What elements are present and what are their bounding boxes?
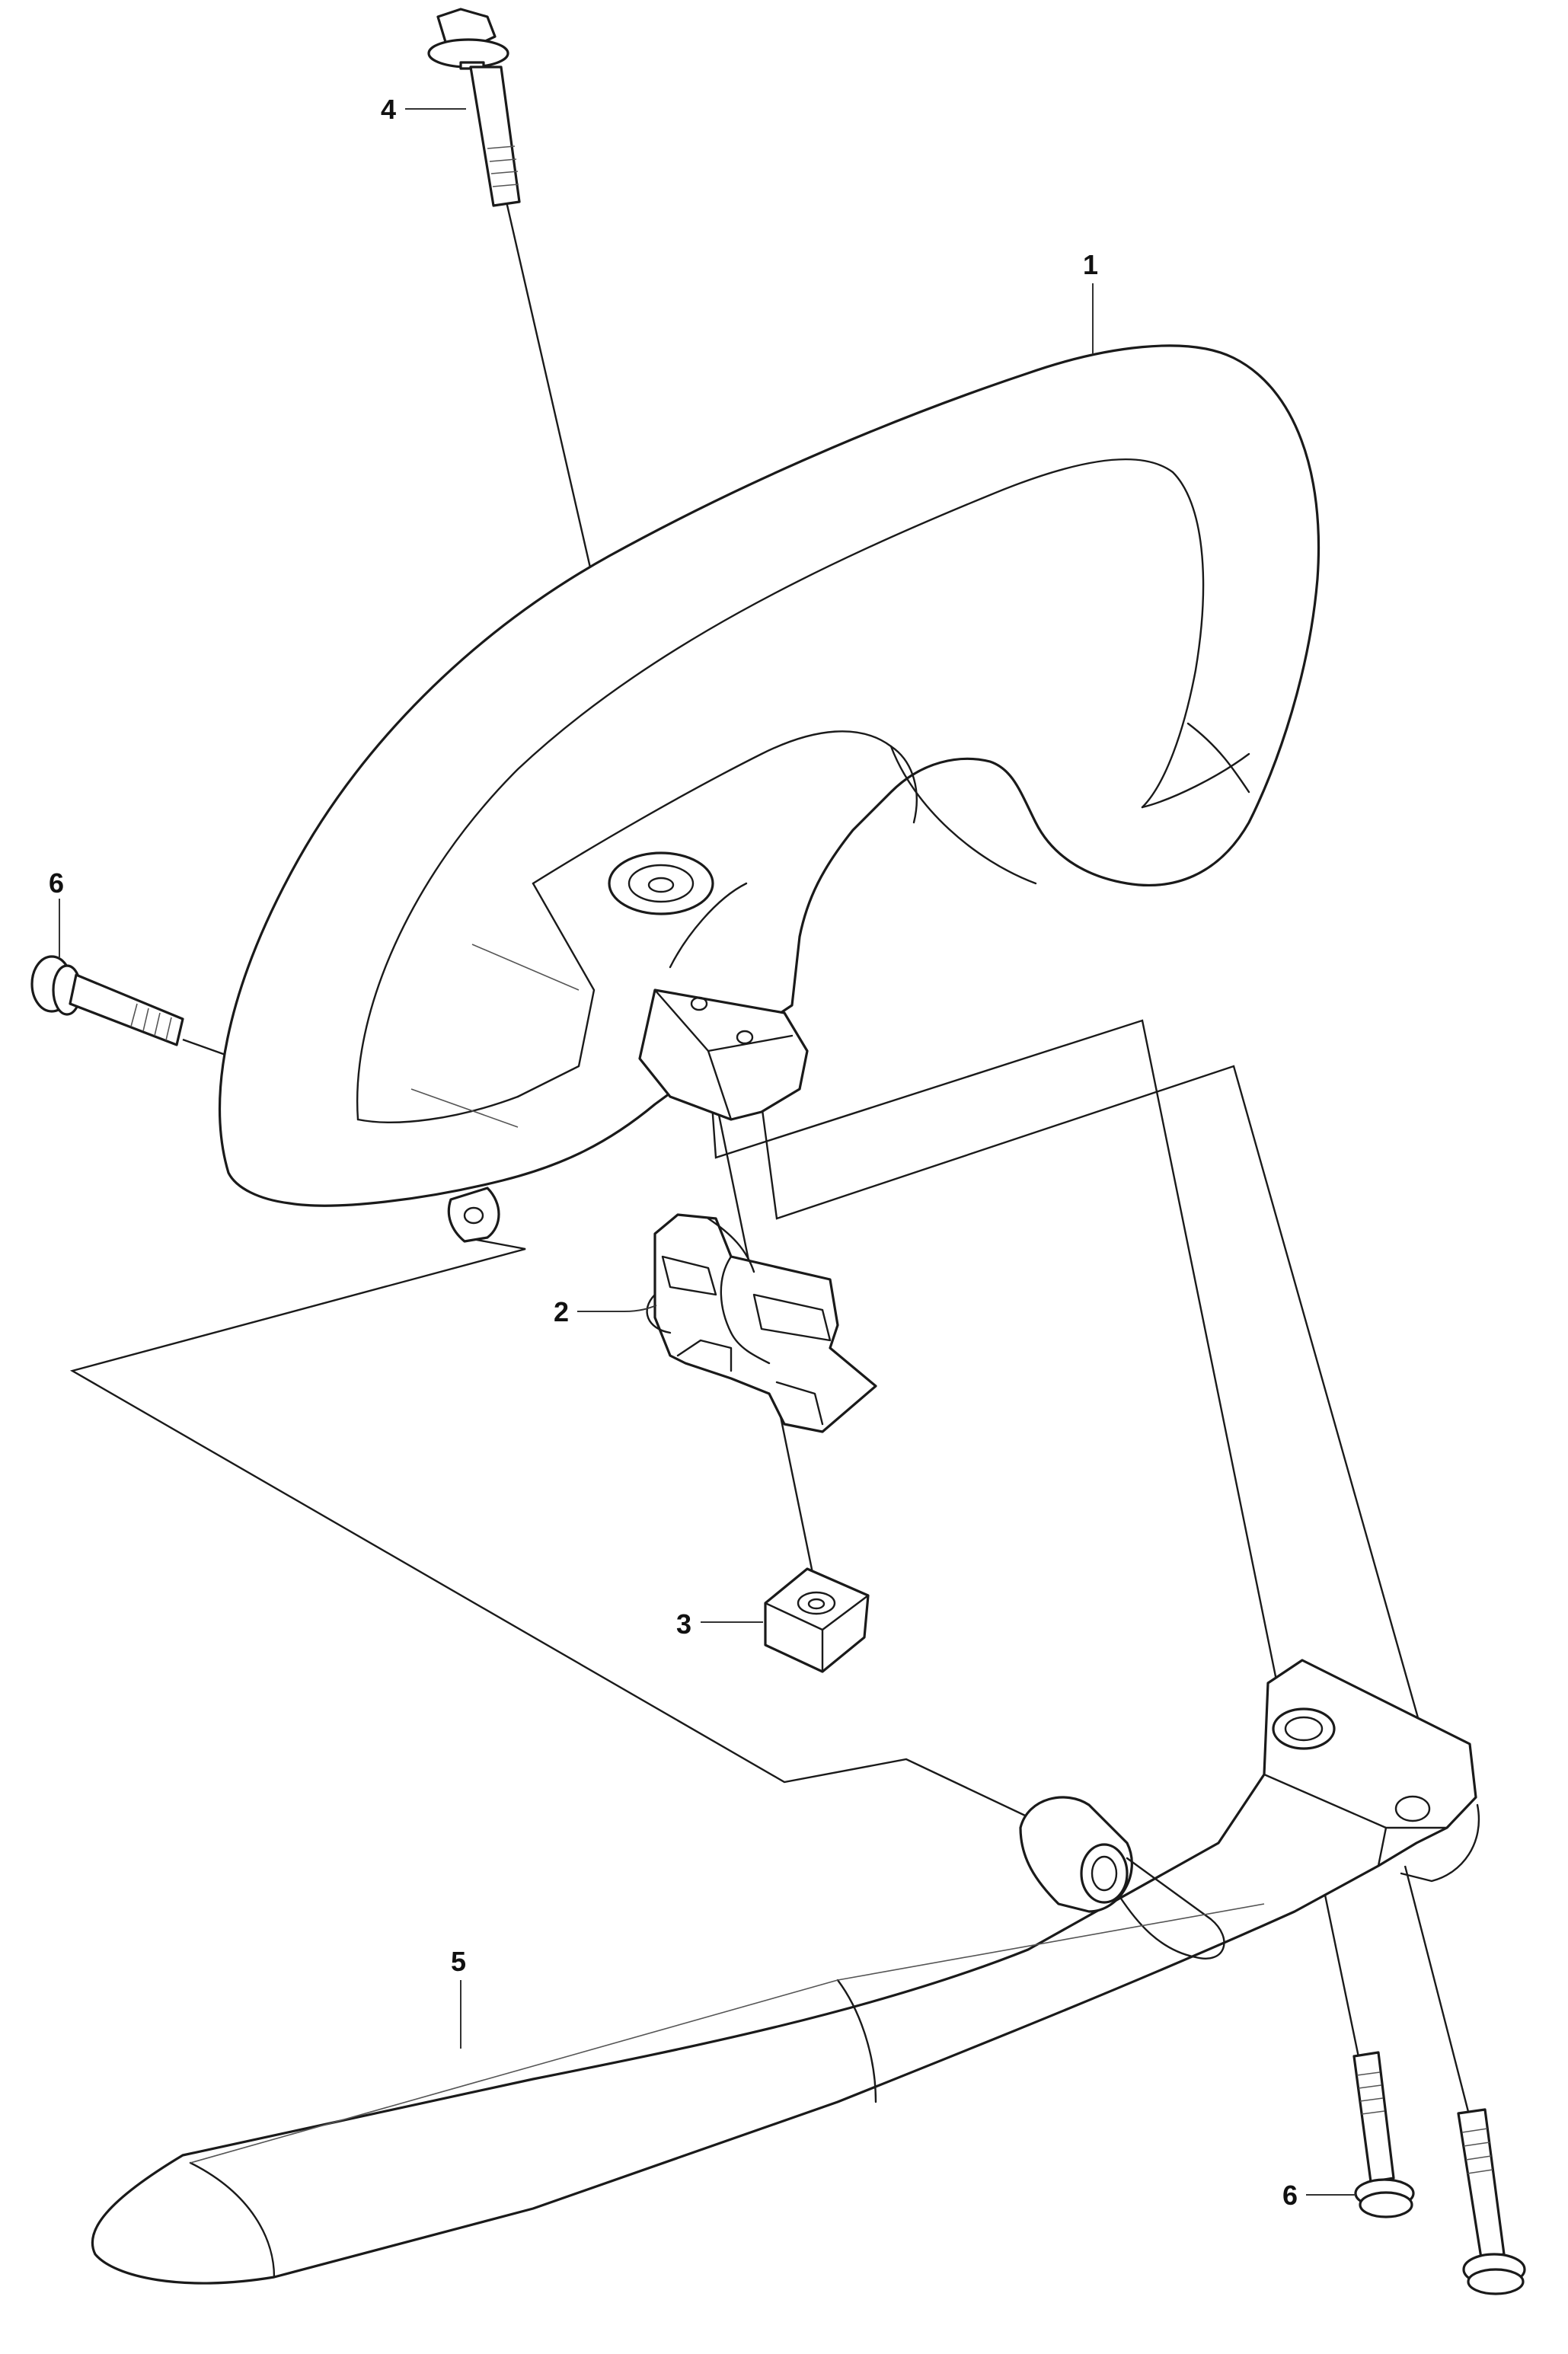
lower-flange-bolts [1352, 2051, 1526, 2295]
callout-4: 4 [381, 94, 396, 125]
top-flange-bolt [427, 8, 521, 207]
callout-1: 1 [1083, 249, 1098, 280]
guard-bar [91, 1659, 1480, 2285]
side-flange-bolt [30, 955, 184, 1046]
callout-6-bottom: 6 [1282, 2180, 1298, 2211]
callout-2: 2 [554, 1296, 569, 1327]
callout-6-side: 6 [49, 867, 64, 899]
square-nut [764, 1567, 870, 1673]
callout-5: 5 [451, 1946, 466, 1977]
callout-labels: 1 2 3 4 5 6 6 [49, 94, 1298, 2211]
clamp [646, 1213, 877, 1433]
front-handle [219, 344, 1321, 1243]
callout-3: 3 [676, 1608, 691, 1640]
callout-leaders [59, 108, 1356, 2196]
